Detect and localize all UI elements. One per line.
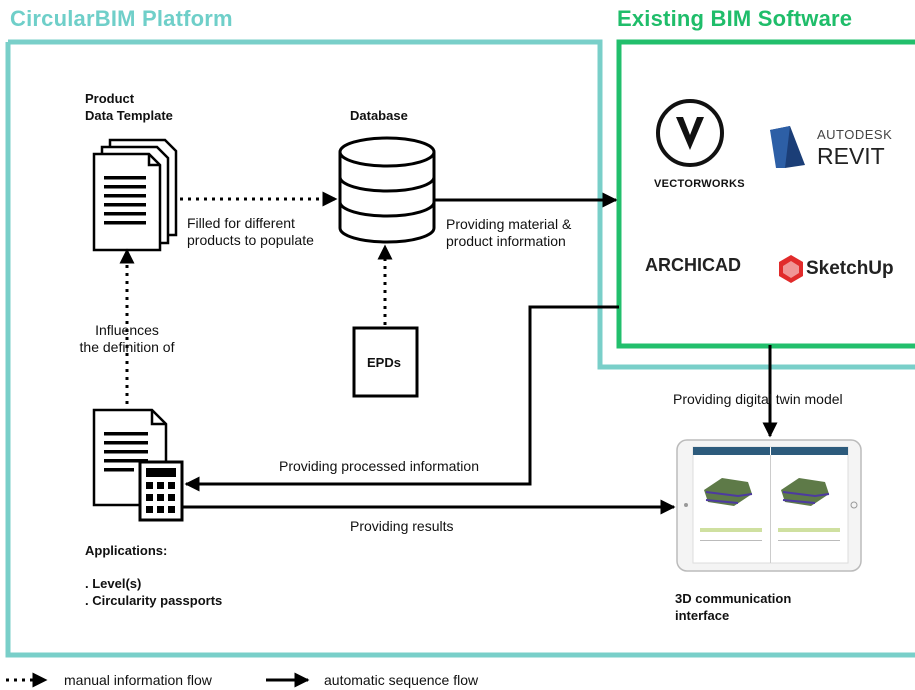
interface-label: 3D communication interface [675,591,792,623]
edge-bim-to-applications [184,305,619,492]
platform-title: CircularBIM Platform [10,6,233,31]
legend-manual-label: manual information flow [64,672,212,688]
document-stack-icon [92,138,178,252]
legend-automatic-label: automatic sequence flow [324,672,479,688]
edge-label-filled: Filled for different products to populat… [187,215,314,248]
edge-label-processed-info: Providing processed information [279,458,479,474]
epds-box [352,326,419,398]
edge-label-influences: Influences the definition of [79,322,175,355]
autodesk-logo-text: AUTODESK [817,127,893,142]
applications-title: Applications: [85,543,168,558]
archicad-logo-text: ARCHICAD [645,255,741,275]
bim-software-frame [616,39,915,349]
product-template-label: Product Data Template [85,91,173,123]
bim-software-title: Existing BIM Software [617,6,853,31]
tablet-icon [676,439,862,572]
applications-list: . Level(s) . Circularity passports [85,576,223,608]
platform-frame [5,39,915,658]
edge-label-results: Providing results [350,518,454,534]
calculator-icon [138,460,184,522]
edge-label-providing-material: Providing material & product information [446,216,572,249]
vectorworks-v-icon [656,99,724,167]
database-label: Database [350,108,408,123]
edge-label-digital-twin: Providing digital twin model [673,391,843,407]
database-icon [338,136,436,244]
revit-logo-text: REVIT [817,143,885,169]
epds-label: EPDs [367,355,401,370]
revit-icon [770,126,805,168]
sketchup-logo-text: SketchUp [806,258,894,279]
vectorworks-logo-text: VECTORWORKS [654,178,745,190]
sketchup-icon [779,255,803,283]
